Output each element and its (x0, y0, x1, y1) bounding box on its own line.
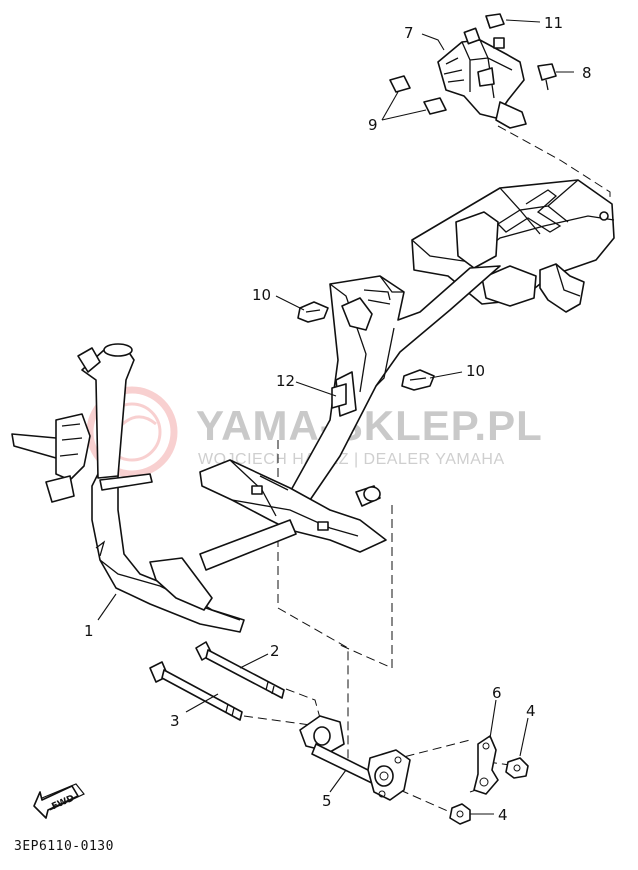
rubber-pad-9-lower (423, 97, 447, 115)
clamp-10-lower (401, 369, 435, 391)
watermark: YAMA-SKLEP.PL WOJCIECH HAREZ | DEALER YA… (86, 386, 543, 478)
callout-3: 3 (170, 712, 180, 730)
rubber-pad-9-upper (389, 75, 411, 93)
plate-12 (331, 383, 347, 409)
callout-4-right: 4 (526, 702, 536, 720)
callouts: 1 2 3 4 4 5 6 7 8 9 10 10 11 12 (84, 14, 592, 824)
callout-2: 2 (270, 642, 280, 660)
callout-4-bottom: 4 (498, 806, 508, 824)
bracket-6 (473, 735, 499, 795)
nut-4-bottom (449, 803, 471, 825)
front-down-tube (91, 469, 297, 633)
callout-8: 8 (582, 64, 592, 82)
watermark-logo-icon (86, 386, 178, 478)
callout-10-upper: 10 (252, 286, 271, 304)
fwd-arrow-icon: FWD (33, 783, 85, 819)
head-pipe (11, 343, 153, 503)
bolt-2 (195, 641, 285, 699)
engine-mount-bracket (437, 27, 527, 129)
nut-4-right (505, 757, 529, 779)
callout-11: 11 (544, 14, 563, 32)
rear-frame-section (411, 179, 615, 313)
callout-12: 12 (276, 372, 295, 390)
watermark-brand: YAMA-SKLEP.PL (196, 402, 543, 449)
drawing-code: 3EP6110-0130 (14, 839, 114, 854)
leader-lines (97, 19, 574, 815)
clamp-10-upper (297, 301, 329, 323)
bolt-8 (537, 63, 557, 91)
link-arm-5 (299, 715, 411, 801)
callout-10-lower: 10 (466, 362, 485, 380)
watermark-subtitle: WOJCIECH HAREZ | DEALER YAMAHA (198, 451, 505, 468)
lower-cross-member (199, 459, 387, 553)
nut-11 (485, 13, 505, 29)
callout-5: 5 (322, 792, 332, 810)
callout-9: 9 (368, 116, 378, 134)
callout-1: 1 (84, 622, 94, 640)
callout-6: 6 (492, 684, 502, 702)
callout-7: 7 (404, 24, 414, 42)
bolt-3 (149, 661, 243, 721)
